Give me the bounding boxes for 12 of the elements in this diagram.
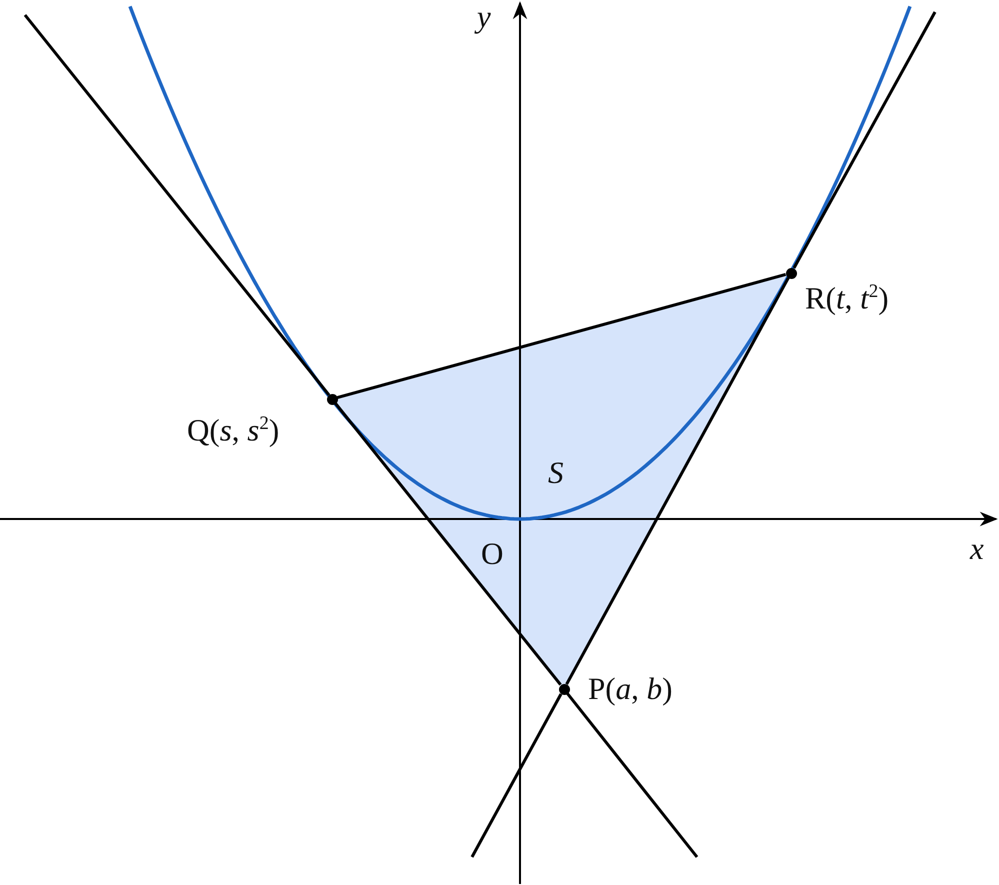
point-dot <box>786 268 796 278</box>
region-label: S <box>548 456 564 490</box>
point-label: R(t, t$^{2}$) <box>805 279 889 316</box>
line-segment <box>336 273 786 399</box>
line-segment <box>565 277 790 685</box>
point-label: P(a, b) <box>588 672 672 706</box>
line-segment <box>334 402 562 686</box>
origin-label: O <box>481 537 504 571</box>
axis-label: x <box>970 532 984 566</box>
point-dot <box>326 394 338 404</box>
point-label: Q(s, s$^{2}$) <box>187 411 280 448</box>
axis-label: y <box>477 0 491 34</box>
